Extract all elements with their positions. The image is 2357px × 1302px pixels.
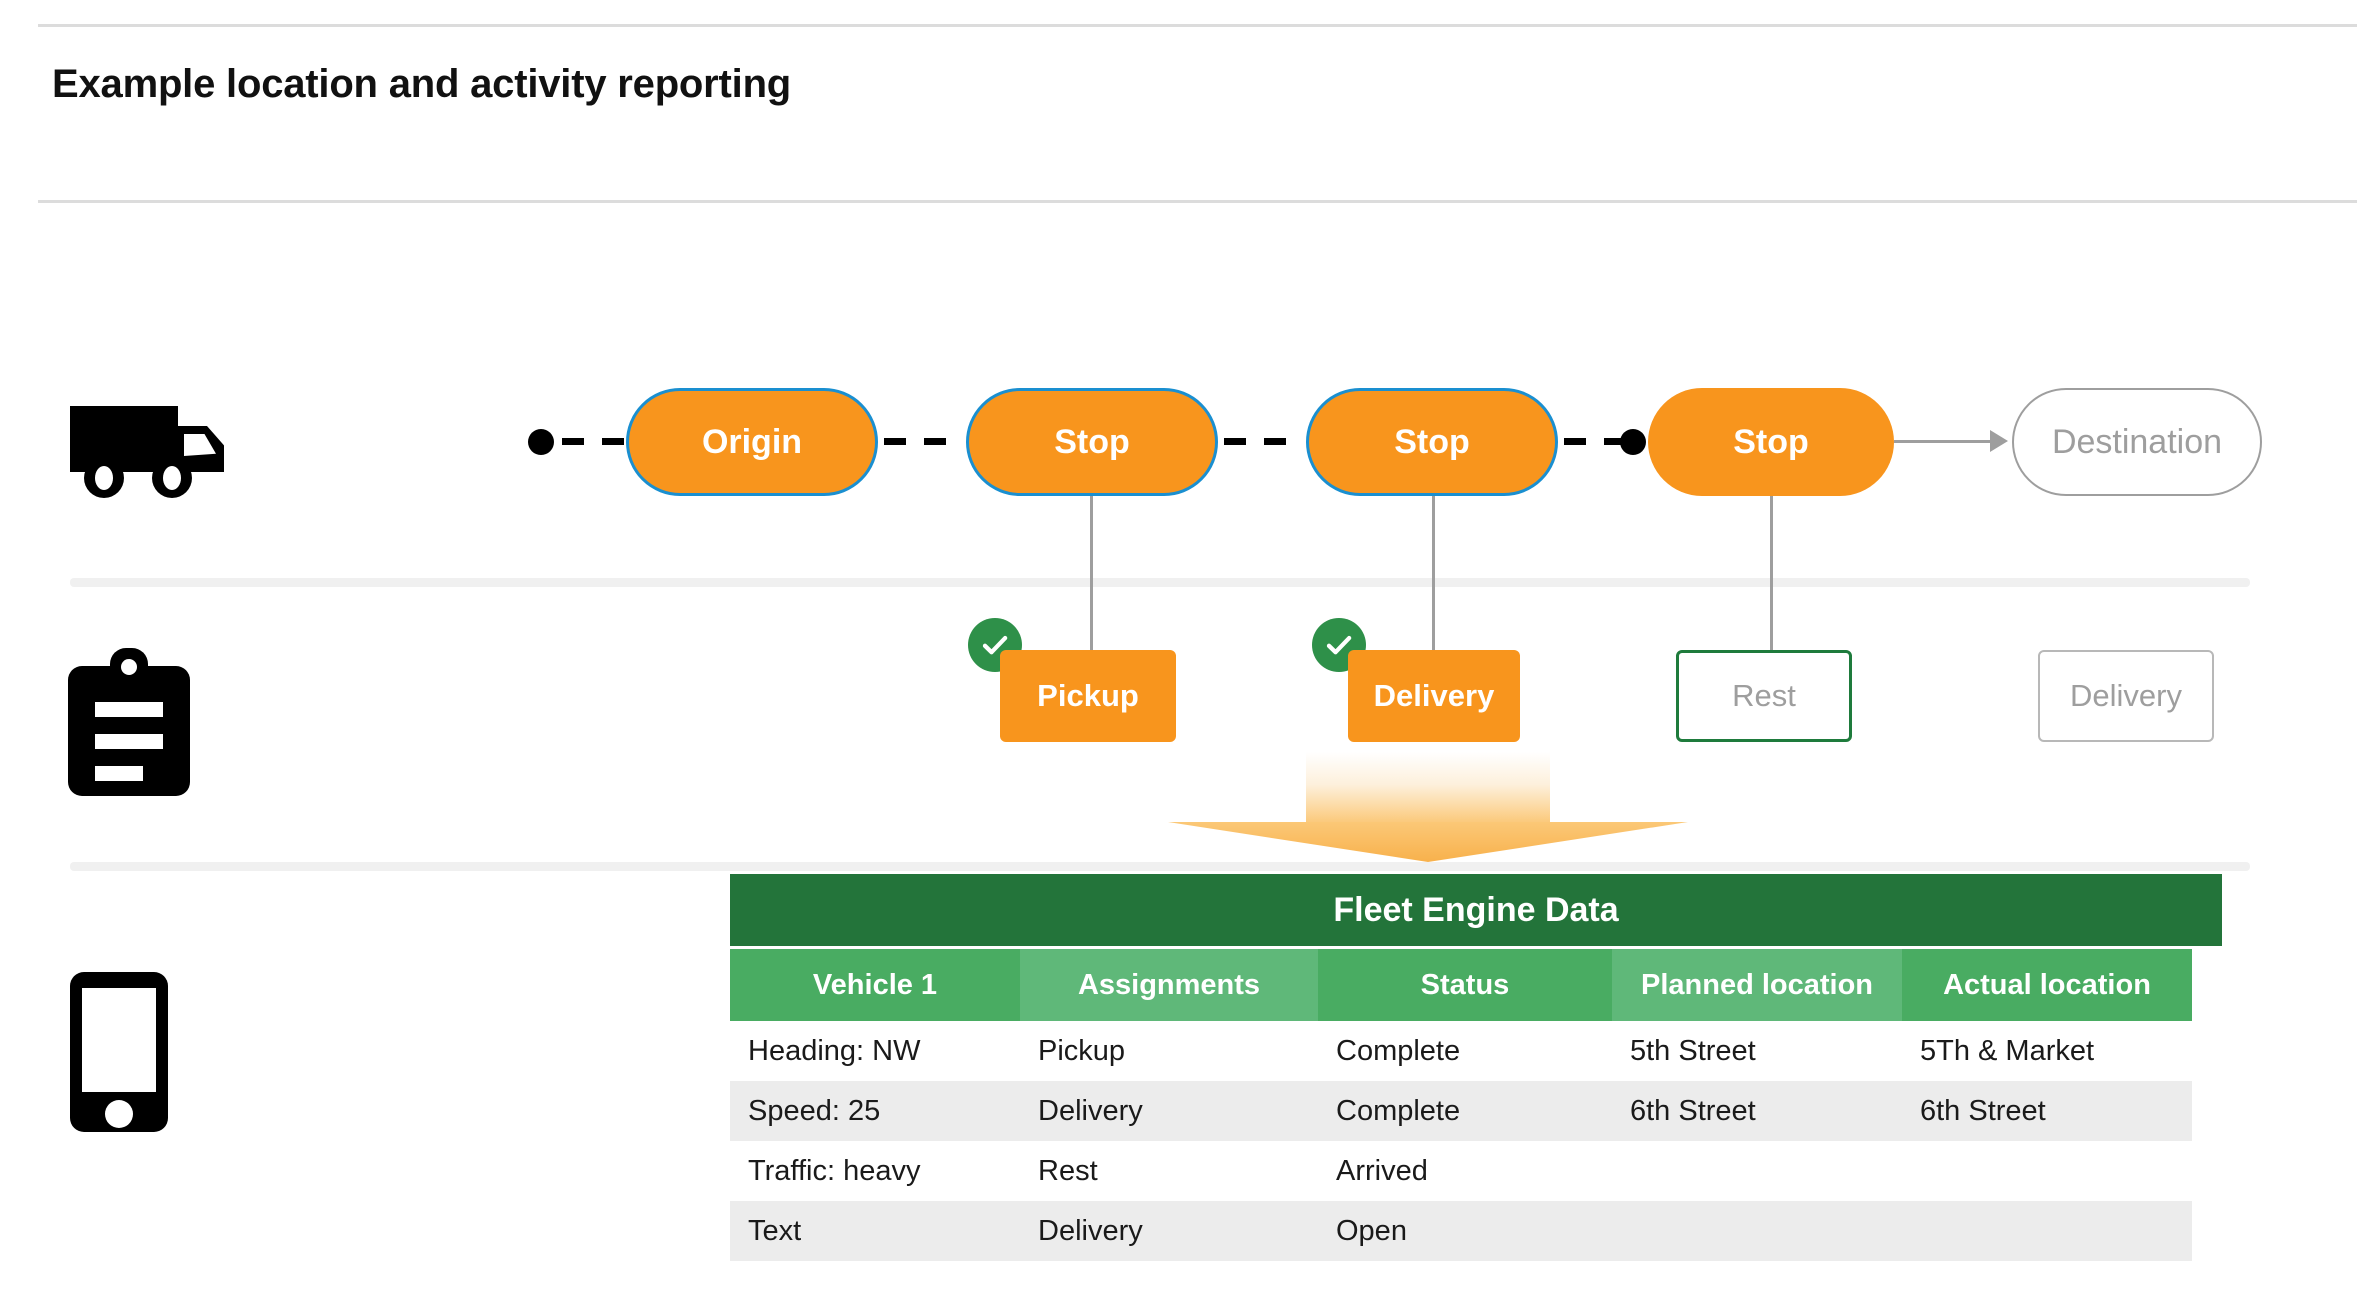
cell-planned-location (1612, 1141, 1902, 1201)
route-node-stop-3[interactable]: Stop (1648, 388, 1894, 496)
activity-card-label: Delivery (1373, 678, 1495, 713)
cell-vehicle: Text (730, 1201, 1020, 1261)
route-mid-dot (1620, 429, 1646, 455)
row-divider-activity-data (70, 862, 2250, 871)
cell-vehicle: Traffic: heavy (730, 1141, 1020, 1201)
cell-vehicle: Heading: NW (730, 1021, 1020, 1081)
activity-card-label: Rest (1732, 678, 1796, 713)
row-divider-vehicle-activity (70, 578, 2250, 587)
cell-assignment: Delivery (1020, 1201, 1318, 1261)
cell-vehicle: Speed: 25 (730, 1081, 1020, 1141)
route-dash-2 (1224, 438, 1304, 445)
table-row[interactable]: Traffic: heavy Rest Arrived (730, 1141, 2192, 1201)
cell-status: Arrived (1318, 1141, 1612, 1201)
cell-status: Complete (1318, 1021, 1612, 1081)
route-node-destination[interactable]: Destination (2012, 388, 2262, 496)
phone-icon (70, 972, 168, 1132)
route-arrow-line (1894, 440, 1994, 443)
connector-stop1-pickup (1090, 496, 1093, 656)
route-node-label: Origin (701, 422, 803, 461)
cell-actual-location: 6th Street (1902, 1081, 2192, 1141)
route-dash-3 (1564, 438, 1626, 445)
fleet-data-table: Vehicle 1 Assignments Status Planned loc… (730, 949, 2192, 1261)
connector-stop2-delivery (1432, 496, 1435, 656)
activity-card-rest[interactable]: Rest (1676, 650, 1852, 742)
column-header-status[interactable]: Status (1318, 949, 1612, 1021)
connector-stop3-rest (1770, 496, 1773, 656)
activity-card-label: Pickup (1037, 678, 1139, 713)
table-row[interactable]: Heading: NW Pickup Complete 5th Street 5… (730, 1021, 2192, 1081)
clipboard-icon (68, 648, 190, 796)
cell-planned-location (1612, 1201, 1902, 1261)
fleet-engine-data-panel: Fleet Engine Data Vehicle 1 Assignments … (730, 874, 2222, 1261)
cell-actual-location (1902, 1201, 2192, 1261)
activity-card-pickup[interactable]: Pickup (1000, 650, 1176, 742)
route-node-stop-1[interactable]: Stop (966, 388, 1218, 496)
column-header-vehicle[interactable]: Vehicle 1 (730, 949, 1020, 1021)
cell-status: Open (1318, 1201, 1612, 1261)
title-divider (38, 200, 2357, 203)
route-arrow-head-icon (1990, 430, 2008, 452)
route-dash-0 (562, 438, 630, 445)
route-node-origin[interactable]: Origin (626, 388, 878, 496)
cell-assignment: Delivery (1020, 1081, 1318, 1141)
table-row[interactable]: Speed: 25 Delivery Complete 6th Street 6… (730, 1081, 2192, 1141)
activity-card-delivery-pending[interactable]: Delivery (2038, 650, 2214, 742)
cell-planned-location: 6th Street (1612, 1081, 1902, 1141)
route-node-label: Stop (1394, 422, 1470, 461)
column-header-planned-location[interactable]: Planned location (1612, 949, 1902, 1021)
table-header-row: Vehicle 1 Assignments Status Planned loc… (730, 949, 2192, 1021)
cell-actual-location: 5Th & Market (1902, 1021, 2192, 1081)
cell-assignment: Rest (1020, 1141, 1318, 1201)
column-header-actual-location[interactable]: Actual location (1902, 949, 2192, 1021)
check-icon-pickup (968, 618, 1022, 672)
route-node-label: Destination (2051, 422, 2223, 461)
activity-card-delivery[interactable]: Delivery (1348, 650, 1520, 742)
route-node-label: Stop (1054, 422, 1130, 461)
fleet-table-title: Fleet Engine Data (730, 874, 2222, 946)
activity-card-label: Delivery (2070, 678, 2182, 713)
route-node-label: Stop (1733, 422, 1809, 461)
cell-planned-location: 5th Street (1612, 1021, 1902, 1081)
top-divider (38, 24, 2357, 27)
drilldown-arrow-icon (1168, 752, 1688, 862)
cell-actual-location (1902, 1141, 2192, 1201)
route-start-dot (528, 429, 554, 455)
route-node-stop-2[interactable]: Stop (1306, 388, 1558, 496)
column-header-assignments[interactable]: Assignments (1020, 949, 1318, 1021)
truck-icon (70, 398, 225, 498)
cell-status: Complete (1318, 1081, 1612, 1141)
route-dash-1 (884, 438, 964, 445)
table-row[interactable]: Text Delivery Open (730, 1201, 2192, 1261)
page-title: Example location and activity reporting (52, 62, 792, 106)
cell-assignment: Pickup (1020, 1021, 1318, 1081)
